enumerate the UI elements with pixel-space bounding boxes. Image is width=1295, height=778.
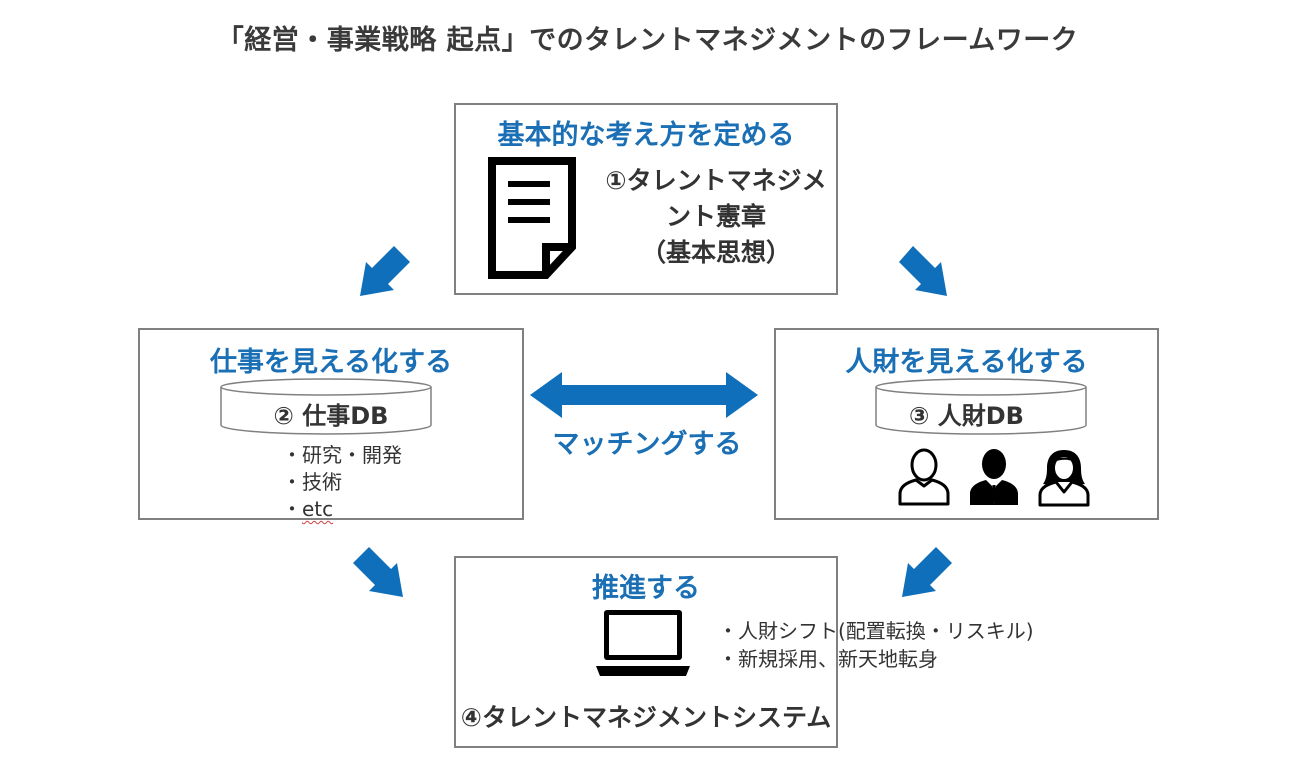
promote-heading: 推進する (592, 573, 700, 604)
talent-visualize-heading: 人財を見える化する (845, 347, 1088, 378)
tm-system-label: ④タレントマネジメントシステム (460, 703, 832, 732)
job-bullets: ・研究・開発 ・技術 ・etc (282, 442, 402, 523)
double-arrow-icon (530, 372, 758, 418)
list-item: ・etc (282, 497, 334, 521)
person-outline-icon (898, 448, 950, 506)
document-icon (488, 157, 576, 279)
matching-label: マッチングする (552, 429, 742, 460)
talent-db-label: ③ 人財DB (909, 402, 1024, 430)
job-db-label: ② 仕事DB (273, 402, 389, 430)
list-item: ・新規採用、新天地転身 (718, 647, 938, 671)
database-icon (875, 378, 1087, 435)
charter-line-2: ント憲章 (665, 202, 766, 231)
list-item: ・人財シフト(配置転換・リスキル) (718, 619, 1034, 643)
list-item: ・技術 (282, 470, 342, 494)
laptop-icon (596, 610, 690, 676)
principles-box: 基本的な考え方を定める ①タレントマネジメ ント憲章 （基本思想） (454, 103, 838, 295)
page-title: 「経営・事業戦略 起点」でのタレントマネジメントのフレームワーク (216, 25, 1079, 56)
arrow-down-left-icon (902, 547, 952, 597)
person-female-icon (1038, 450, 1090, 507)
person-suit-icon (970, 449, 1018, 505)
arrow-down-right-icon (353, 547, 403, 597)
promote-box: 推進する ④タレントマネジメントシステム (454, 556, 838, 748)
charter-label: ①タレントマネジメ ント憲章 （基本思想） (596, 163, 836, 271)
job-visualize-heading: 仕事を見える化する (209, 347, 453, 378)
list-item: ・研究・開発 (282, 443, 402, 467)
promote-bullets: ・人財シフト(配置転換・リスキル) ・新規採用、新天地転身 (718, 617, 1034, 673)
arrow-down-right-icon (899, 246, 947, 296)
etc-text: etc (302, 497, 334, 521)
talent-visualize-box: 人財を見える化する ③ 人財DB (774, 328, 1159, 520)
arrow-down-left-icon (360, 246, 410, 296)
job-visualize-box: 仕事を見える化する ② 仕事DB ・研究・開発 ・技術 ・etc (138, 328, 524, 523)
charter-line-3: （基本思想） (640, 238, 791, 267)
database-icon (220, 378, 432, 435)
principles-heading: 基本的な考え方を定める (497, 120, 795, 151)
charter-line-1: ①タレントマネジメ (605, 166, 827, 195)
